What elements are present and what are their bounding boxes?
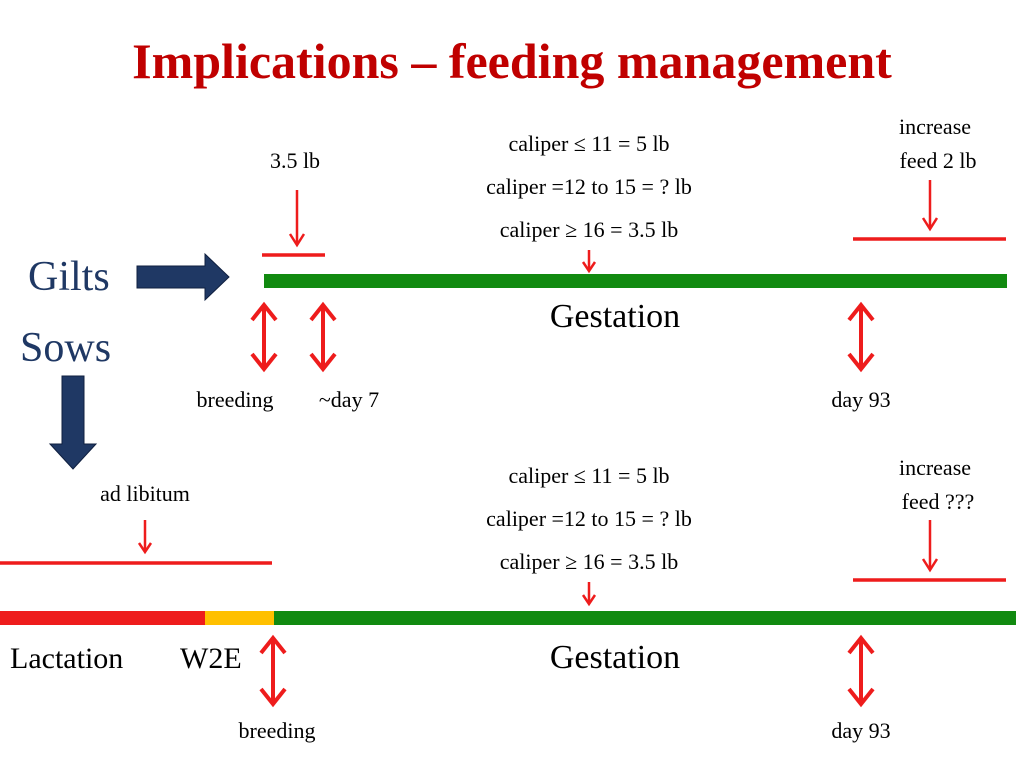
sows-caliper-arrow [581,582,597,607]
gilts-label: Gilts [28,254,110,300]
sows-caliper-rule-2: caliper =12 to 15 = ? lb [486,506,692,531]
gilts-increase-line1: increase [899,114,971,139]
sows-w2e-label: W2E [180,642,242,675]
gilts-event-day7: ~day 7 [319,387,379,412]
sows-feed-start-label: ad libitum [100,481,190,506]
gilts-day7-double-arrow [309,301,337,373]
gilts-breeding-double-arrow [250,301,278,373]
sows-caliper-rule-3: caliper ≥ 16 = 3.5 lb [500,549,678,574]
gilts-right-arrow [136,252,230,302]
gilts-caliper-arrow [581,250,597,274]
gilts-feed-start-label: 3.5 lb [270,148,320,173]
gilts-caliper-rule-1: caliper ≤ 11 = 5 lb [508,131,669,156]
gilts-increase-line2: feed 2 lb [900,148,977,173]
gilts-event-day93: day 93 [831,387,890,412]
gilts-gestation-bar [264,274,1007,288]
sows-feed-start-arrow [137,520,153,555]
sows-lactation-label: Lactation [10,642,123,675]
gilts-caliper-rule-2: caliper =12 to 15 = ? lb [486,174,692,199]
sows-gestation-label: Gestation [550,639,680,676]
gilts-gestation-label: Gestation [550,298,680,335]
sows-breeding-double-arrow [259,634,287,708]
sows-gestation-bar [274,611,1016,625]
sows-event-day93: day 93 [831,718,890,743]
sows-event-breeding: breeding [239,718,316,743]
sows-w2e-bar [205,611,274,625]
gilts-day93-double-arrow [847,301,875,373]
sows-increase-arrow [921,520,939,573]
sows-lactation-bar [0,611,205,625]
sows-increase-line1: increase [899,455,971,480]
sows-day93-double-arrow [847,634,875,708]
gilts-feed-start-arrow [288,190,306,248]
gilts-caliper-rule-3: caliper ≥ 16 = 3.5 lb [500,217,678,242]
sows-increase-line2: feed ??? [902,489,975,514]
sows-down-arrow [48,375,98,470]
page-title: Implications – feeding management [132,33,892,89]
gilts-event-breeding: breeding [197,387,274,412]
sows-label: Sows [20,325,111,371]
sows-caliper-rule-1: caliper ≤ 11 = 5 lb [508,463,669,488]
gilts-increase-arrow [921,180,939,232]
